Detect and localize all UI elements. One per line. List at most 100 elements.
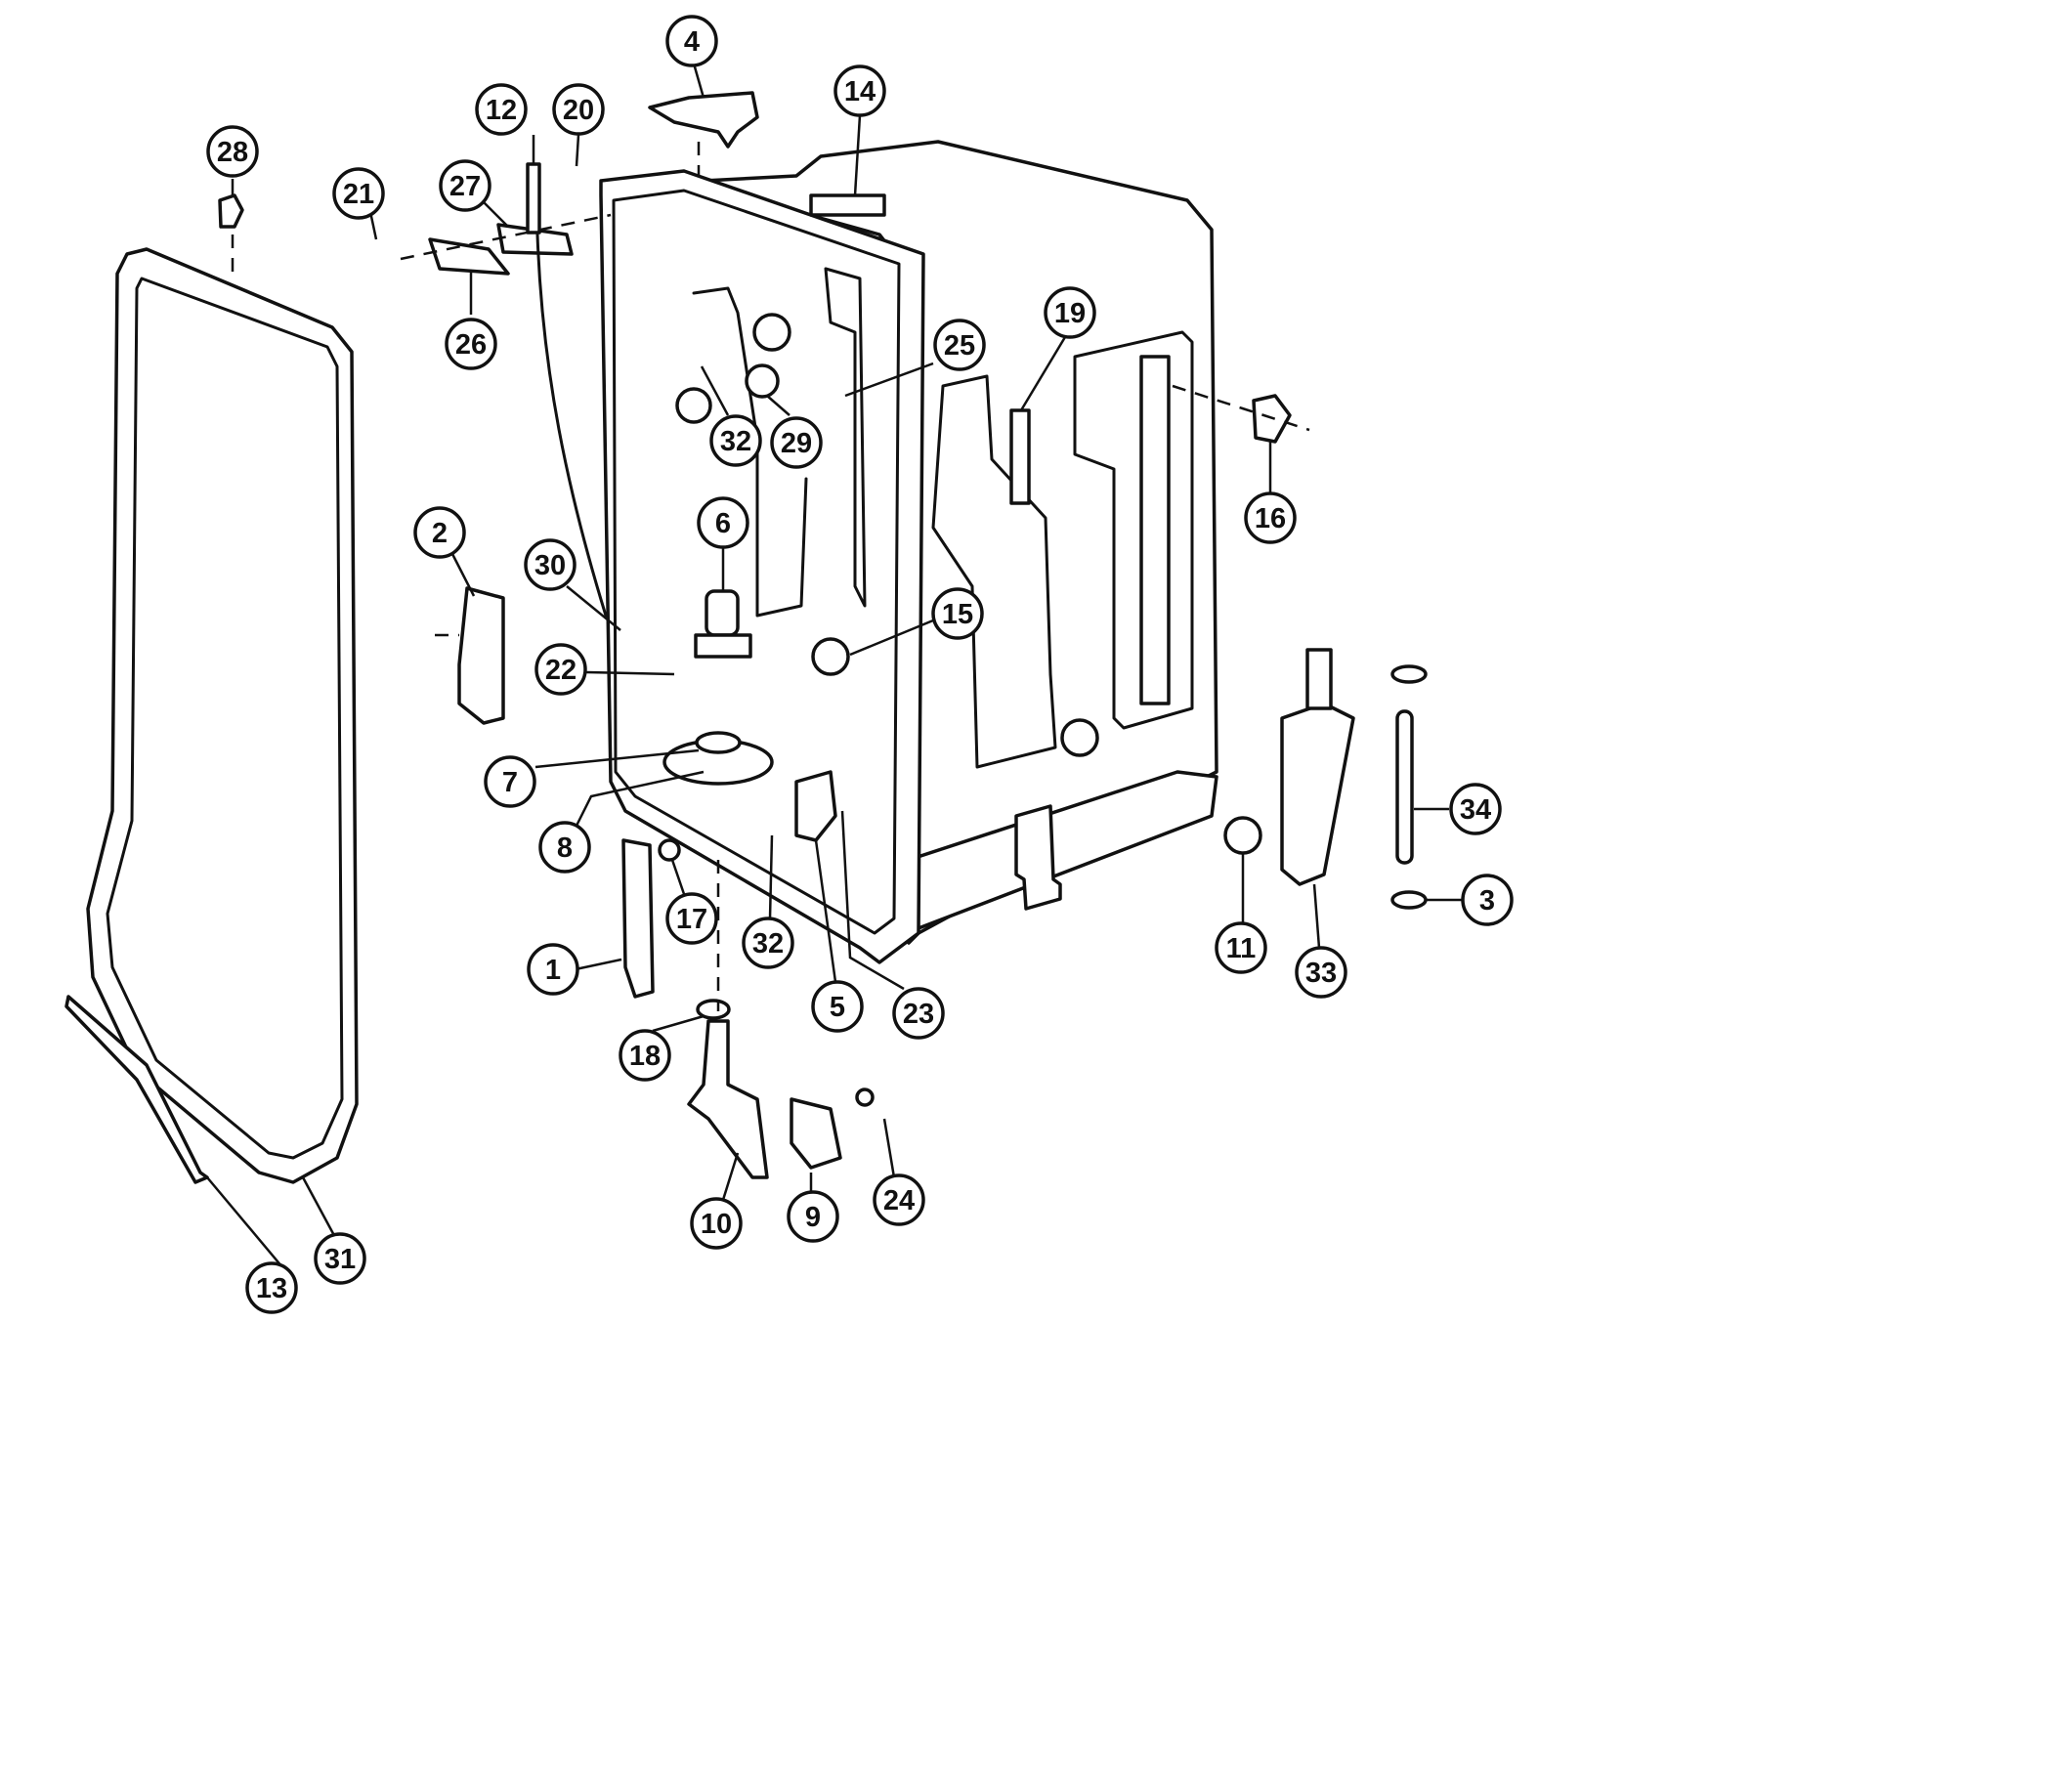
callout-c6: 6 (697, 496, 749, 549)
callout-number: 21 (343, 179, 374, 210)
callout-number: 28 (217, 137, 248, 168)
bracket-part-5 (794, 770, 837, 842)
callout-number: 31 (324, 1244, 356, 1275)
roller-left (675, 387, 712, 424)
callout-c18: 18 (619, 1029, 671, 1082)
callout-c11: 11 (1215, 921, 1267, 974)
leader-22 (585, 670, 675, 676)
rod-34 (1395, 709, 1414, 865)
callout-number: 33 (1305, 958, 1337, 989)
callout-c17: 17 (665, 892, 718, 945)
leader-8 (575, 770, 705, 827)
float-body (705, 589, 740, 637)
callout-circle (475, 83, 528, 136)
callout-number: 15 (942, 599, 973, 630)
inlet-grommet (811, 637, 850, 676)
nut-17 (658, 838, 681, 862)
tub-inner-channel-right (824, 267, 867, 608)
callout-c2: 2 (413, 506, 466, 559)
callout-number: 20 (563, 95, 594, 126)
callout-number: 11 (1226, 933, 1257, 964)
callout-circle (1244, 491, 1297, 544)
callout-c4: 4 (665, 15, 718, 67)
callout-number: 32 (720, 426, 751, 457)
callout-circle (665, 892, 718, 945)
callout-circle (524, 538, 577, 591)
callout-c9: 9 (787, 1190, 839, 1243)
callout-circle (484, 755, 536, 808)
callout-number: 7 (502, 767, 518, 798)
callout-circle (811, 980, 864, 1033)
callout-c14: 14 (833, 64, 886, 117)
latch-33 (1280, 702, 1355, 886)
callout-c3: 3 (1461, 874, 1514, 926)
callout-c1: 1 (527, 943, 579, 996)
callout-number: 22 (545, 655, 577, 686)
callout-c31: 31 (314, 1232, 366, 1285)
callout-circle (1044, 286, 1096, 339)
callout-circle (697, 496, 749, 549)
callout-number: 6 (715, 508, 731, 539)
hinge-26 (428, 237, 510, 276)
base-bracket (1014, 804, 1062, 911)
callout-circle (314, 1232, 366, 1285)
small-parts (428, 91, 1428, 1179)
callout-number: 29 (781, 428, 812, 459)
callout-number: 24 (883, 1185, 915, 1216)
leader-1 (575, 958, 622, 971)
tub-side-channel (931, 374, 1057, 769)
callout-c23: 23 (892, 987, 945, 1040)
wash-hub-top (695, 731, 742, 754)
leader-2 (449, 551, 476, 597)
callout-circle (552, 83, 605, 136)
leader-15 (849, 619, 934, 657)
assembly-lines (231, 142, 1310, 1011)
callout-circle (933, 319, 986, 371)
callout-circle (439, 159, 491, 212)
callout-circle (665, 15, 718, 67)
callout-circle (787, 1190, 839, 1243)
leader-4 (692, 63, 705, 99)
callout-c30: 30 (524, 538, 577, 591)
callout-number: 9 (805, 1202, 821, 1233)
leader-10 (721, 1152, 740, 1201)
hinge-bracket-2 (457, 586, 505, 725)
callout-number: 30 (534, 550, 566, 581)
callout-number: 16 (1255, 503, 1286, 534)
callout-circle (873, 1173, 925, 1226)
side-rail-strip (1009, 408, 1031, 505)
callout-number: 14 (844, 76, 876, 107)
callout-circle (413, 506, 466, 559)
drain-fitting (1060, 718, 1099, 757)
leader-17 (670, 859, 686, 895)
tub-front-inner (612, 189, 901, 935)
leader-25 (844, 362, 934, 398)
leader-14 (853, 114, 862, 196)
callout-number: 25 (944, 330, 975, 362)
callout-c21: 21 (332, 167, 385, 220)
latch-33-handle (1305, 648, 1333, 710)
callout-c12: 12 (475, 83, 528, 136)
switch-9 (790, 1097, 842, 1170)
callout-number: 18 (629, 1041, 661, 1072)
callout-circle (1449, 783, 1502, 835)
screw-24 (855, 1088, 875, 1107)
clip-3-lower (1390, 890, 1428, 910)
callout-c32a: 32 (709, 414, 762, 467)
callout-circle (770, 416, 823, 469)
callout-circle (538, 821, 591, 874)
callout-c29: 29 (770, 416, 823, 469)
callout-circle (1461, 874, 1514, 926)
leader-7 (534, 748, 700, 769)
callout-c26: 26 (445, 318, 497, 370)
axis-21 (400, 213, 612, 261)
callout-c27: 27 (439, 159, 491, 212)
callout-circle (206, 125, 259, 178)
leader-19 (1019, 336, 1067, 411)
door-gasket (86, 247, 359, 1184)
callout-number: 2 (432, 518, 448, 549)
callout-circle (931, 587, 984, 640)
callout-c25: 25 (933, 319, 986, 371)
callout-number: 34 (1460, 794, 1491, 826)
